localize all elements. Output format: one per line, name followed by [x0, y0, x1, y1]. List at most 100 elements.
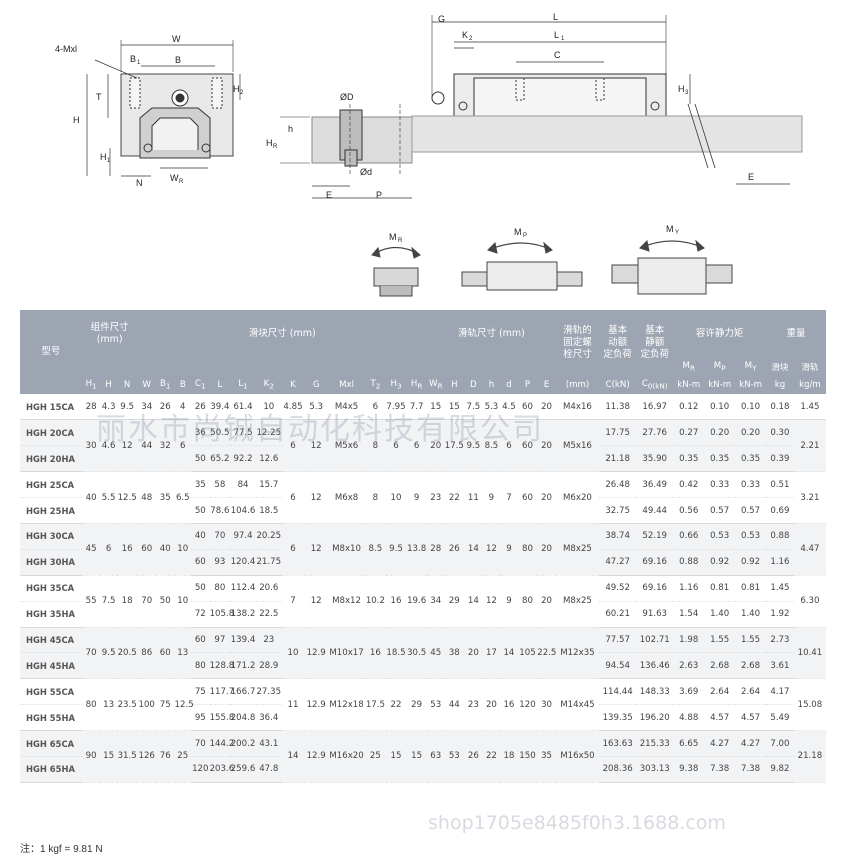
value-cell: 70 [137, 575, 156, 628]
column-header: d [500, 376, 518, 394]
value-cell: 10 [174, 575, 192, 628]
value-cell: 13.8 [406, 523, 428, 576]
value-cell: 6 [281, 471, 305, 524]
value-cell: 50 [191, 575, 210, 602]
label-hr: H [266, 138, 273, 148]
drawing-canvas: 4-Mxl W B 1 B T H 2 H H 1 N W R [55, 12, 803, 297]
model-cell: HGH 25HA [20, 497, 82, 524]
value-cell: 16 [385, 575, 407, 628]
value-cell: 9.5 [464, 419, 483, 473]
value-cell: 63 [427, 730, 445, 783]
value-cell: 7 [281, 575, 305, 628]
value-cell: 95 [191, 704, 210, 732]
value-cell: 43.1 [255, 730, 282, 757]
label-h3-sub: 3 [685, 90, 689, 96]
value-cell: 2.64 [735, 678, 767, 706]
value-cell: 60 [517, 471, 538, 524]
value-cell: 8 [365, 471, 386, 524]
value-cell: 4.47 [793, 523, 826, 576]
value-cell: 55 [81, 575, 101, 628]
value-cell: 18.5 [255, 497, 282, 524]
value-cell: 9.82 [766, 756, 794, 783]
value-cell: 35 [155, 471, 175, 524]
value-cell: 7 [500, 471, 518, 524]
label-c: C [554, 50, 561, 60]
value-cell: 303.13 [636, 756, 674, 783]
value-cell: 114.44 [599, 678, 637, 706]
value-cell: 80 [517, 575, 538, 628]
value-cell: 0.33 [735, 471, 767, 499]
value-cell: 0.35 [735, 445, 767, 473]
value-cell: 26 [464, 730, 483, 783]
value-cell: 5.49 [766, 704, 794, 732]
value-cell: 4.17 [766, 678, 794, 706]
label-mr-sub: R [398, 238, 403, 244]
label-w: W [172, 34, 181, 44]
label-h1: H [100, 152, 107, 162]
value-cell: 4.27 [704, 730, 736, 757]
label-h: H [73, 115, 80, 125]
value-cell: 14 [500, 627, 518, 680]
value-cell: 30.5 [406, 627, 428, 680]
value-cell: 7.95 [385, 394, 407, 421]
value-cell: 4.27 [735, 730, 767, 757]
unit-note: 注：1 kgf = 9.81 N [20, 844, 103, 855]
label-mp: M [514, 227, 522, 237]
value-cell: 6.5 [174, 471, 192, 524]
value-cell: 6 [281, 523, 305, 576]
value-cell: 128.8 [209, 652, 234, 680]
value-cell: 7.5 [464, 394, 483, 421]
value-cell: 65.2 [209, 445, 231, 473]
value-cell: 148.33 [636, 678, 674, 706]
value-cell: 0.42 [673, 471, 705, 499]
value-cell: 28 [427, 523, 445, 576]
value-cell: 150 [517, 730, 538, 783]
value-cell: 35 [191, 471, 210, 499]
value-cell: 32 [155, 419, 175, 473]
value-cell: 2.68 [704, 652, 736, 680]
value-cell: 166.7 [230, 678, 256, 706]
value-cell: 0.92 [704, 549, 736, 576]
value-cell: 6 [500, 419, 518, 473]
model-cell: HGH 35HA [20, 601, 82, 628]
value-cell: 97.4 [230, 523, 256, 550]
label-h2: H [233, 84, 240, 94]
value-cell: 7.00 [766, 730, 794, 757]
model-cell: HGH 45CA [20, 627, 82, 654]
value-cell: 15 [427, 394, 445, 421]
value-cell: 4.57 [735, 704, 767, 732]
value-cell: 35 [537, 730, 556, 783]
value-cell: 75 [155, 678, 175, 732]
label-k2-sub: 2 [469, 36, 473, 42]
value-cell: 35.90 [636, 445, 674, 473]
value-cell: 15 [100, 730, 117, 783]
value-cell: 17.5 [444, 419, 465, 473]
model-cell: HGH 55HA [20, 704, 82, 732]
value-cell: 80 [81, 678, 101, 732]
column-header: C1 [191, 376, 210, 394]
value-cell: 9 [406, 471, 428, 524]
value-cell: 9 [500, 575, 518, 628]
value-cell: 26 [191, 394, 210, 421]
model-cell: HGH 35CA [20, 575, 82, 602]
value-cell: 4 [174, 394, 192, 421]
value-cell: 11.38 [599, 394, 637, 421]
value-cell: 1.40 [704, 601, 736, 628]
value-cell: 60.21 [599, 601, 637, 628]
value-cell: 6.30 [793, 575, 826, 628]
value-cell: 16 [365, 627, 386, 680]
value-cell: M5x6 [328, 419, 366, 473]
column-header: Mxl [328, 376, 366, 394]
value-cell: 18 [116, 575, 138, 628]
value-cell: 7.38 [704, 756, 736, 783]
value-cell: 97 [209, 627, 231, 654]
value-cell: 1.45 [793, 394, 826, 421]
value-cell: 20 [537, 575, 556, 628]
value-cell: 11 [281, 678, 305, 732]
value-cell: 77.57 [599, 627, 637, 654]
column-header: E [537, 376, 556, 394]
label-h-rail: h [288, 124, 293, 134]
